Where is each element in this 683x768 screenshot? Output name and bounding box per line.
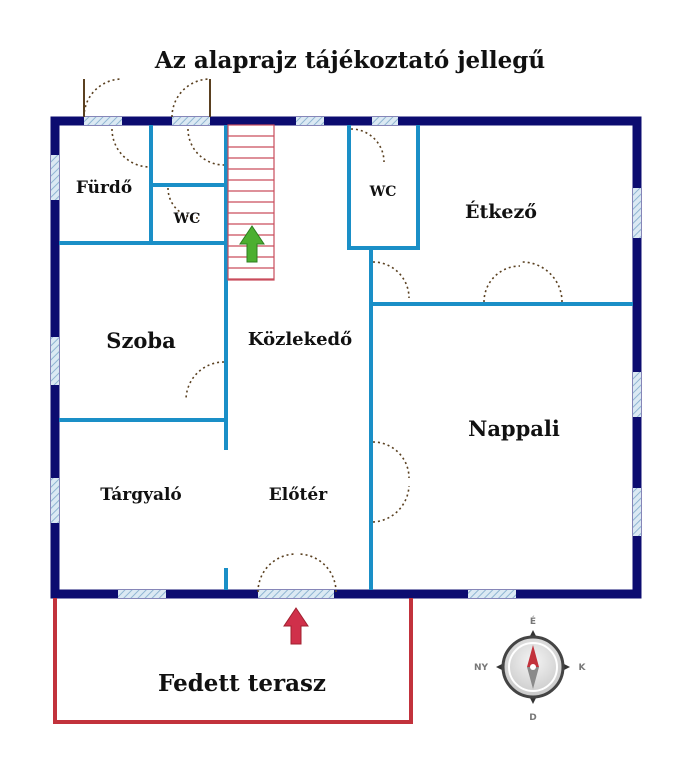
compass-west-label: NY bbox=[474, 663, 489, 673]
room-label-kozlekedo: Közlekedő bbox=[248, 329, 352, 350]
room-label-wc-right: WC bbox=[369, 184, 397, 200]
room-label-szoba: Szoba bbox=[106, 328, 176, 353]
outer-wall bbox=[50, 116, 642, 599]
doors bbox=[83, 78, 563, 593]
plan-title: Az alaprajz tájékoztató jellegű bbox=[154, 47, 545, 74]
compass: É D NY K bbox=[474, 615, 587, 723]
compass-needle-south bbox=[527, 667, 539, 689]
compass-east-label: K bbox=[579, 663, 587, 673]
inner-walls bbox=[59, 125, 633, 590]
room-label-wc-left: WC bbox=[173, 211, 201, 227]
room-label-terasz: Fedett terasz bbox=[158, 670, 326, 697]
windows bbox=[51, 117, 641, 598]
room-label-targyalo: Tárgyaló bbox=[100, 485, 182, 505]
room-label-furdo: Fürdő bbox=[76, 178, 132, 198]
entrance-arrow bbox=[283, 607, 309, 645]
terrace-outline bbox=[53, 598, 413, 724]
compass-north-label: É bbox=[530, 615, 536, 627]
room-label-etkezo: Étkező bbox=[465, 200, 537, 223]
stair-up-arrow bbox=[239, 225, 265, 263]
room-label-nappali: Nappali bbox=[468, 416, 560, 441]
compass-needle-north bbox=[527, 645, 539, 667]
room-label-eloter: Előtér bbox=[269, 485, 328, 505]
compass-south-label: D bbox=[529, 713, 536, 723]
